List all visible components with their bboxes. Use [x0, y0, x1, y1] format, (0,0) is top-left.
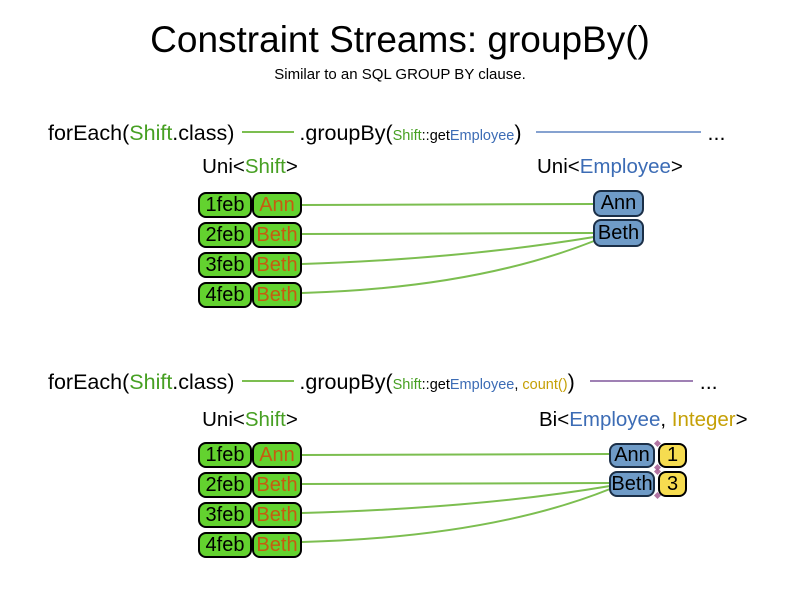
- shift-employee-cell: Beth: [252, 282, 302, 308]
- code2-ellipsis: ...: [699, 370, 718, 394]
- table-row: 2feb Beth: [198, 472, 302, 498]
- d2-count-box-beth: 3: [658, 471, 687, 497]
- shift-date-cell: 4feb: [198, 532, 252, 558]
- shift-employee-cell: Beth: [252, 472, 302, 498]
- shift-employee-cell: Beth: [252, 532, 302, 558]
- shift-date-cell: 4feb: [198, 282, 252, 308]
- d2-line-2feb-beth: [301, 482, 611, 485]
- d2-left-label-post: >: [285, 408, 298, 431]
- d2-right-label-type2: Integer: [671, 408, 736, 431]
- page-title: Constraint Streams: groupBy(): [150, 19, 650, 60]
- d1-line-2feb-beth: [301, 232, 595, 235]
- d2-left-label: Uni<Shift>: [180, 408, 320, 432]
- d2-group-box-beth: Beth: [609, 471, 655, 497]
- wire-green-2: [242, 380, 295, 382]
- wire-blue-1: [535, 131, 701, 133]
- code1-arg-getter: ::get: [421, 128, 450, 144]
- d1-right-label-pre: Uni<: [537, 155, 580, 178]
- code2-foreach: forEach(: [48, 370, 130, 394]
- table-row: 4feb Beth: [198, 532, 302, 558]
- shift-date-cell: 2feb: [198, 472, 252, 498]
- d2-right-label-pre: Bi<: [539, 408, 570, 431]
- shift-date-cell: 3feb: [198, 502, 252, 528]
- shift-date-cell: 1feb: [198, 192, 252, 218]
- shift-employee-cell: Ann: [252, 442, 302, 468]
- code2-groupby: .groupBy(: [299, 370, 393, 394]
- code2-dot-class: .class): [172, 370, 235, 394]
- d2-right-label-sep: ,: [660, 408, 672, 431]
- d2-line-1feb-ann: [301, 453, 611, 456]
- d2-group-box-ann: Ann: [609, 443, 655, 468]
- d1-group-box-beth: Beth: [593, 219, 644, 247]
- table-row: 1feb Ann: [198, 192, 302, 218]
- d1-group-box-ann: Ann: [593, 190, 644, 217]
- code1-arg-employee: Employee: [449, 128, 515, 144]
- code-line-1: forEach(Shift.class).groupBy(Shift::getE…: [48, 120, 725, 149]
- table-row: 4feb Beth: [198, 282, 302, 308]
- d2-shift-table: 1feb Ann 2feb Beth 3feb Beth 4feb Beth: [198, 442, 302, 562]
- code2-arg-getter: ::get: [421, 377, 450, 393]
- code1-foreach: forEach(: [48, 121, 130, 145]
- table-row: 3feb Beth: [198, 502, 302, 528]
- d2-left-label-pre: Uni<: [202, 408, 245, 431]
- d1-right-label-post: >: [670, 155, 683, 178]
- wire-green-1: [242, 131, 295, 133]
- d1-line-4feb-beth: [301, 240, 595, 294]
- page-subtitle: Similar to an SQL GROUP BY clause.: [274, 66, 526, 83]
- code2-arg-comma: ,: [514, 377, 523, 393]
- table-row: 2feb Beth: [198, 222, 302, 248]
- d1-right-label-type: Employee: [579, 155, 671, 178]
- wire-purple-2: [589, 380, 693, 382]
- shift-date-cell: 1feb: [198, 442, 252, 468]
- code2-arg-shift: Shift: [392, 377, 422, 393]
- code1-close-paren: ): [514, 121, 522, 145]
- code2-shift-class: Shift: [129, 370, 173, 394]
- d1-line-3feb-beth: [301, 236, 595, 265]
- code2-arg-count: count(): [522, 377, 568, 393]
- shift-employee-cell: Ann: [252, 192, 302, 218]
- shift-date-cell: 3feb: [198, 252, 252, 278]
- code2-arg-employee: Employee: [449, 377, 515, 393]
- code1-ellipsis: ...: [707, 121, 726, 145]
- table-row: 1feb Ann: [198, 442, 302, 468]
- d1-line-1feb-ann: [301, 203, 595, 206]
- code1-shift-class: Shift: [129, 121, 173, 145]
- code1-dot-class: .class): [172, 121, 235, 145]
- d2-right-label: Bi<Employee, Integer>: [539, 408, 748, 432]
- d2-line-3feb-beth: [301, 485, 611, 514]
- code1-arg-shift: Shift: [392, 128, 422, 144]
- d1-left-label-post: >: [285, 155, 298, 178]
- d2-right-label-post: >: [735, 408, 748, 431]
- d1-left-label: Uni<Shift>: [180, 155, 320, 179]
- shift-employee-cell: Beth: [252, 252, 302, 278]
- shift-date-cell: 2feb: [198, 222, 252, 248]
- d1-left-label-type: Shift: [244, 155, 286, 178]
- d2-left-label-type: Shift: [244, 408, 286, 431]
- table-row: 3feb Beth: [198, 252, 302, 278]
- d2-right-label-type1: Employee: [569, 408, 661, 431]
- code1-groupby: .groupBy(: [299, 121, 393, 145]
- d2-count-box-ann: 1: [658, 443, 687, 468]
- d2-line-4feb-beth: [301, 488, 611, 543]
- shift-employee-cell: Beth: [252, 502, 302, 528]
- code2-close-paren: ): [567, 370, 575, 394]
- d1-right-label: Uni<Employee>: [537, 155, 683, 179]
- d1-shift-table: 1feb Ann 2feb Beth 3feb Beth 4feb Beth: [198, 192, 302, 312]
- code-line-2: forEach(Shift.class).groupBy(Shift::getE…: [48, 369, 718, 398]
- shift-employee-cell: Beth: [252, 222, 302, 248]
- d1-left-label-pre: Uni<: [202, 155, 245, 178]
